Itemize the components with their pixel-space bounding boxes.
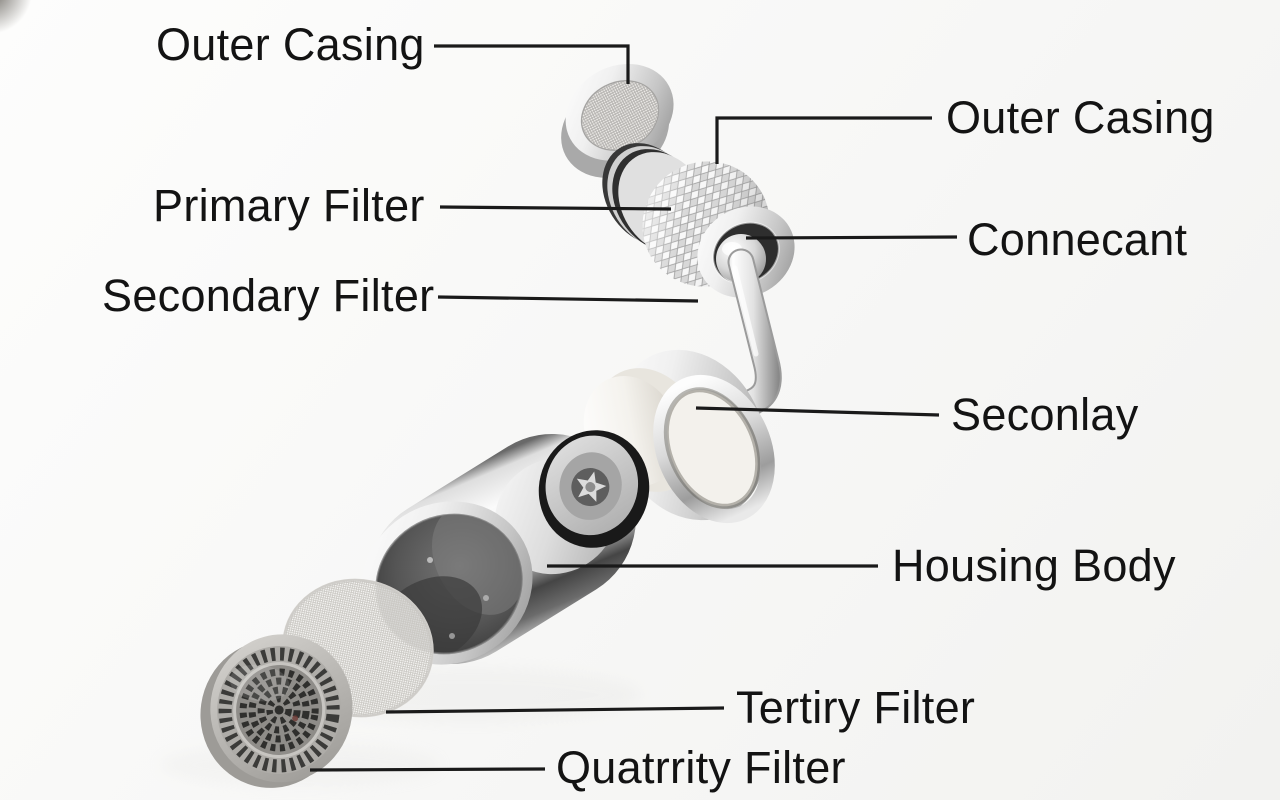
- label-tertiry-filter: Tertiry Filter: [736, 682, 976, 733]
- leader-secondary-filter: [437, 295, 699, 303]
- label-outer-casing-left: Outer Casing: [156, 19, 425, 70]
- label-housing-body: Housing Body: [892, 540, 1176, 591]
- leader-outer-casing-right: [715, 116, 932, 164]
- part-mesh-washer: [561, 63, 674, 178]
- part-quaternary-aerator-disc: [200, 634, 353, 788]
- part-elbow-tube: [711, 248, 782, 438]
- part-gasket-disc: [538, 430, 650, 548]
- label-primary-filter: Primary Filter: [153, 180, 425, 231]
- leader-outer-casing-left: [434, 44, 630, 84]
- leader-quatrrity-filter: [309, 767, 546, 772]
- part-knurled-outer-casing: [602, 143, 795, 298]
- leader-connecant: [745, 235, 958, 240]
- leader-tertiry-filter: [385, 706, 725, 714]
- label-outer-casing-right: Outer Casing: [946, 92, 1215, 143]
- label-seconlay: Seconlay: [951, 389, 1139, 440]
- leader-primary-filter: [439, 205, 672, 211]
- label-quatrrity-filter: Quatrrity Filter: [556, 742, 846, 793]
- label-secondary-filter: Secondary Filter: [102, 270, 435, 321]
- leader-seconlay: [695, 406, 940, 417]
- label-connecant: Connecant: [967, 214, 1188, 265]
